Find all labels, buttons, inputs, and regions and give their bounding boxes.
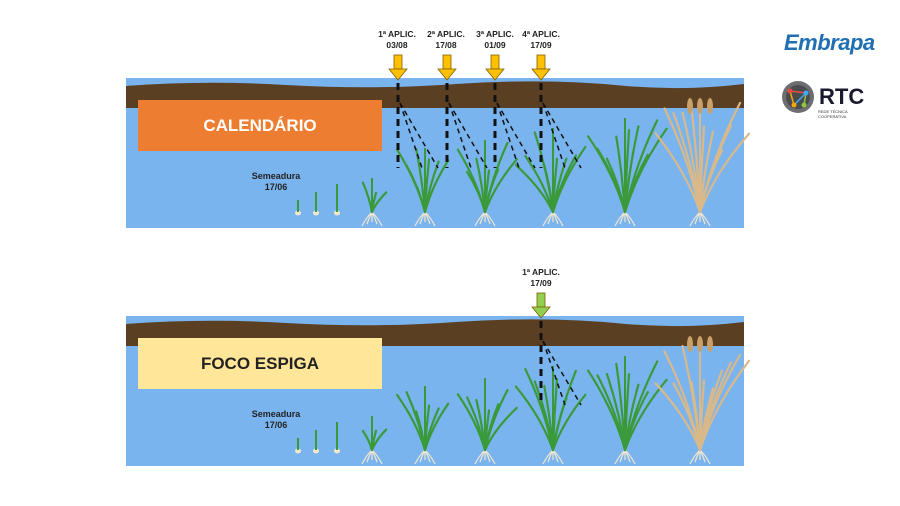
sowing-date: 17/06 (244, 420, 308, 431)
embrapa-logo: Embrapa (784, 30, 875, 56)
down-arrow-icon (537, 55, 545, 69)
sowing-text: Semeadura (244, 171, 308, 182)
down-arrow-icon (486, 69, 504, 80)
plant (458, 378, 517, 464)
sowing-date: 17/06 (244, 182, 308, 193)
down-arrow-icon (389, 69, 407, 80)
application-label: 1ª APLIC. 17/09 (511, 267, 571, 289)
rtc-text: RTC (819, 87, 864, 107)
sowing-text: Semeadura (244, 409, 308, 420)
rtc-logo: RTC REDE TÉCNICA COOPERATIVA (780, 79, 864, 115)
plant (397, 148, 448, 226)
application-label: 4ª APLIC. 17/09 (511, 29, 571, 51)
down-arrow-icon (491, 55, 499, 69)
mature-plant (656, 98, 750, 226)
sowing-label-bottom: Semeadura 17/06 (244, 409, 308, 431)
down-arrow-icon (394, 55, 402, 69)
plant (516, 366, 585, 464)
plant (362, 178, 386, 226)
rtc-network-icon (780, 79, 816, 115)
plant (588, 356, 667, 464)
sowing-label-top: Semeadura 17/06 (244, 171, 308, 193)
rtc-subtitle: REDE TÉCNICA COOPERATIVA (818, 109, 868, 119)
down-arrow-icon (443, 55, 451, 69)
plant (588, 118, 667, 226)
plant (458, 140, 517, 226)
mature-plant (656, 336, 750, 464)
down-arrow-icon (438, 69, 456, 80)
down-arrow-icon (532, 69, 550, 80)
down-arrow-icon (532, 307, 550, 318)
plant (516, 128, 585, 226)
down-arrow-icon (537, 293, 545, 307)
plant (362, 416, 386, 464)
plant (397, 386, 448, 464)
